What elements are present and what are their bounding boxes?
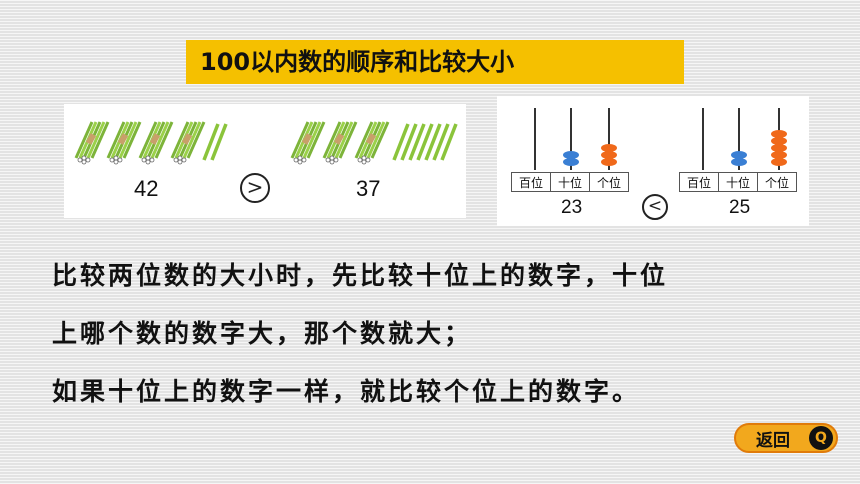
label-tens: 十位 [550, 172, 590, 192]
rule-text-line-1: 比较两位数的大小时，先比较十位上的数字，十位 [52, 261, 669, 290]
left-number-42: 42 [134, 176, 159, 201]
right-number-25: 25 [729, 197, 751, 218]
left-number-23: 23 [561, 197, 583, 218]
back-button[interactable]: 返回 Q [734, 423, 838, 453]
right-place-value-labels: 百位 十位 个位 [679, 172, 797, 192]
abacus-comparison-panel: 百位 十位 个位 百位 十位 个位 23 < 25 [497, 96, 809, 226]
sticks-comparison-panel: 42 > 37 [64, 104, 466, 218]
right-number-37: 37 [356, 176, 381, 201]
abacus-illustration [534, 108, 787, 170]
less-than-symbol: < [642, 194, 668, 220]
q-return-icon: Q [809, 426, 833, 450]
label-hundreds: 百位 [511, 172, 551, 192]
back-button-label: 返回 [756, 430, 790, 451]
rule-text-line-3: 如果十位上的数字一样，就比较个位上的数字。 [52, 377, 641, 406]
greater-than-symbol: > [240, 173, 270, 203]
label-hundreds: 百位 [679, 172, 719, 192]
rule-text-line-2: 上哪个数的数字大，那个数就大； [52, 319, 473, 348]
stick-bundles-illustration [74, 120, 458, 166]
label-tens: 十位 [718, 172, 758, 192]
label-ones: 个位 [589, 172, 629, 192]
page-title: 100以内数的顺序和比较大小 [186, 40, 684, 84]
left-place-value-labels: 百位 十位 个位 [511, 172, 629, 192]
label-ones: 个位 [757, 172, 797, 192]
